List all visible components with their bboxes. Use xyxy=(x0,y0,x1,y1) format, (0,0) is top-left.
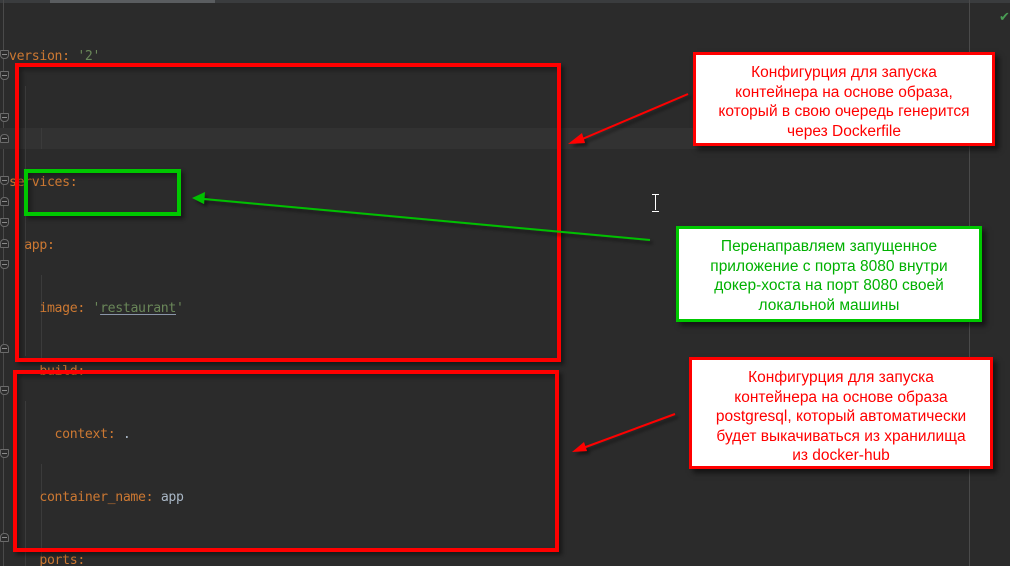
horizontal-scrollbar[interactable] xyxy=(0,0,1010,3)
fold-toggle-build[interactable] xyxy=(0,113,9,122)
image-link-restaurant[interactable]: restaurant xyxy=(100,301,176,316)
fold-toggle-app[interactable] xyxy=(0,71,9,80)
code-line-context: context: . xyxy=(54,427,131,442)
indent-guide xyxy=(25,401,26,566)
gutter-fold-line xyxy=(3,0,4,566)
text-cursor-icon xyxy=(651,194,660,212)
code-line-version: version: '2' xyxy=(9,49,101,64)
fold-toggle-build-end[interactable] xyxy=(0,134,9,143)
fold-toggle-db-environment[interactable] xyxy=(0,449,9,458)
check-icon[interactable]: ✔ xyxy=(999,10,1010,25)
db-service-highlight-box xyxy=(13,370,559,552)
fold-toggle-depends-on-end[interactable] xyxy=(0,239,9,248)
fold-toggle-depends-on[interactable] xyxy=(0,218,9,227)
indent-guide xyxy=(41,275,42,359)
fold-toggle-services[interactable] xyxy=(0,50,9,59)
horizontal-scrollbar-thumb[interactable] xyxy=(50,0,215,3)
fold-toggle-ports-end[interactable] xyxy=(0,197,9,206)
indent-guide xyxy=(41,128,42,149)
ports-callout: Перенаправляем запущенное приложение с п… xyxy=(676,226,982,322)
fold-toggle-environment-end[interactable] xyxy=(0,344,9,353)
code-line-app: app: xyxy=(24,238,55,253)
db-callout: Конфигурция для запуска контейнера на ос… xyxy=(689,357,993,469)
fold-toggle-db-environment-end[interactable] xyxy=(0,533,9,542)
fold-toggle-ports[interactable] xyxy=(0,176,9,185)
indent-guide xyxy=(41,464,42,566)
ports-highlight-box xyxy=(24,169,181,216)
code-line-app-container-name: container_name: app xyxy=(39,490,184,505)
fold-toggle-db[interactable] xyxy=(0,386,9,395)
indent-guide xyxy=(25,86,26,356)
app-callout: Конфигурция для запуска контейнера на ос… xyxy=(693,52,995,146)
fold-toggle-environment[interactable] xyxy=(0,260,9,269)
code-line-app-image: image: 'restaurant' xyxy=(39,301,184,316)
code-line-ports: ports: xyxy=(39,553,85,566)
db-arrow xyxy=(582,413,676,449)
